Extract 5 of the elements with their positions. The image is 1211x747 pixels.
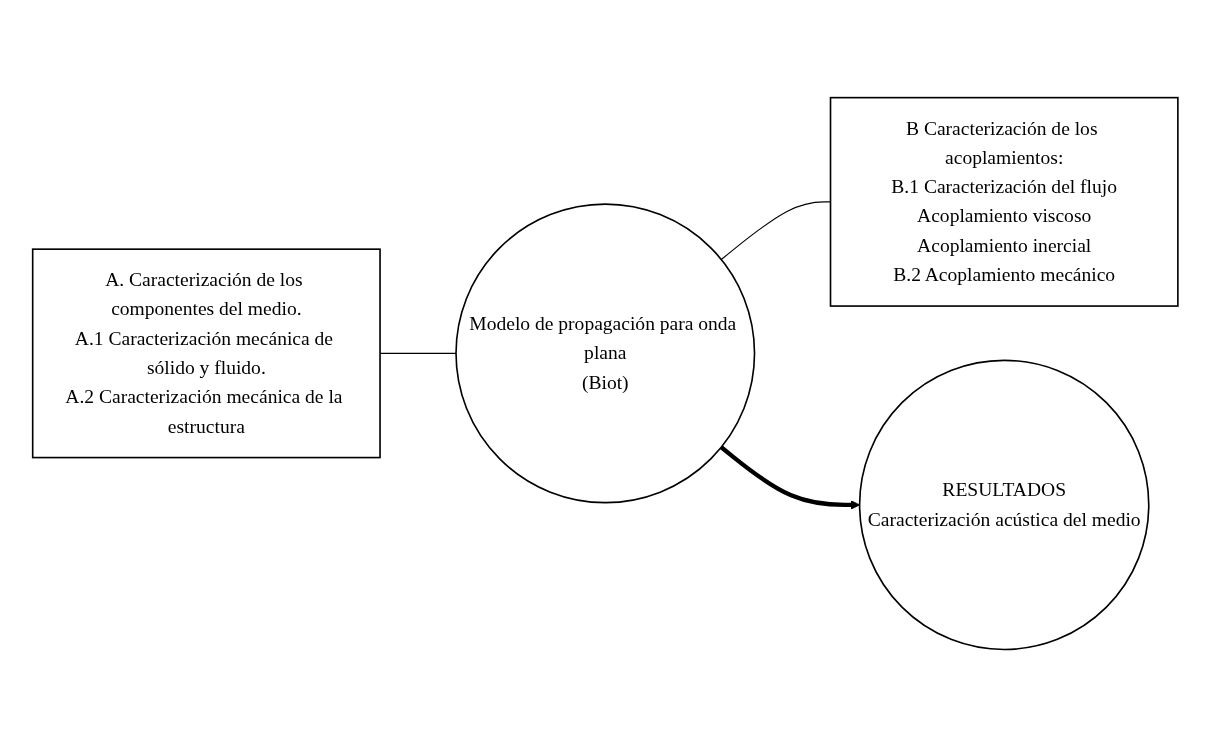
node-circle: Modelo de propagación para onda plana (Biot)	[455, 203, 756, 504]
node-box: A. Caracterización de los componentes del medio. A.1 Caracterización mecánica de sólido y fluido. A.2 Caracterización mecánica de la estructura	[32, 248, 382, 459]
arrow	[720, 445, 861, 510]
node-box: B Caracterización de los acoplamientos: B.1 Caracterización del flujo Acoplamiento viscoso Acoplamiento inercial B.2 Acoplamiento mecánico	[829, 96, 1179, 307]
node-circle: RESULTADOS Caracterización acústica del medio	[859, 359, 1150, 651]
